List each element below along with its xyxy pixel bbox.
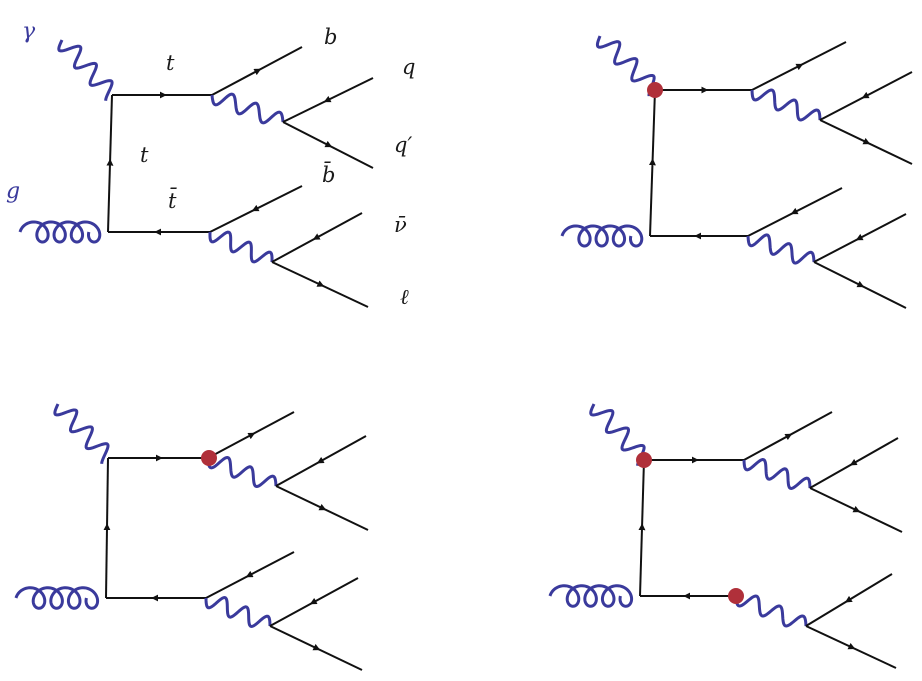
photon-line: [57, 39, 114, 101]
gluon-line: [14, 586, 100, 610]
diagram-2: [560, 35, 913, 309]
antineutrino-line: [805, 573, 893, 627]
gluon-label: g: [6, 179, 20, 204]
b-line: [743, 411, 833, 461]
top-internal-line: [639, 459, 645, 597]
vertex-dot: [728, 588, 744, 604]
w-boson-bottom: [746, 233, 816, 265]
lepton-line: [269, 625, 363, 671]
antitop-label: t̄: [168, 187, 177, 213]
lepton-line: [271, 261, 369, 308]
gluon-line: [548, 584, 634, 608]
gluon-line: [18, 220, 102, 244]
antineutrino-line: [271, 212, 363, 263]
q-prime-line: [275, 485, 369, 531]
b-line: [751, 41, 847, 91]
diagram-3: [14, 403, 369, 671]
anti-b-line: [205, 551, 295, 599]
vertex-dot: [647, 82, 663, 98]
w-boson-bottom: [208, 230, 274, 264]
anti-b-line: [747, 187, 843, 237]
q-line: [809, 437, 899, 489]
vertex-dot: [201, 450, 217, 466]
photon-line: [589, 403, 646, 466]
antineutrino-line: [269, 577, 359, 627]
w-boson-top: [210, 92, 285, 125]
q-prime-line: [282, 121, 374, 169]
q-line: [819, 71, 913, 121]
top-internal-label: t: [140, 143, 149, 167]
top-internal-line: [107, 94, 113, 233]
antineutrino-line: [813, 213, 907, 263]
q-prime-line: [809, 487, 903, 533]
b-line: [207, 411, 295, 459]
b-line: [211, 46, 303, 96]
w-boson-top: [206, 455, 278, 489]
lepton-line: [813, 261, 907, 309]
top-internal-line: [105, 457, 109, 599]
photon-line: [53, 403, 110, 464]
diagram-1: γ g t t t̄ b q q′ b̄ ν̄ ℓ: [6, 19, 415, 309]
b-label: b: [324, 25, 337, 49]
photon-line: [595, 35, 656, 97]
diagram-4: [548, 403, 903, 669]
q-line: [275, 435, 367, 487]
q-line: [282, 77, 374, 123]
q-prime-label: q′: [394, 133, 412, 157]
antineutrino-label: ν̄: [394, 213, 407, 237]
top-internal-line: [649, 89, 656, 237]
w-boson-top: [742, 457, 812, 491]
anti-b-line: [209, 185, 303, 233]
w-boson-bottom: [204, 596, 272, 628]
photon-label: γ: [22, 19, 36, 44]
gluon-line: [560, 224, 644, 248]
top-label: t: [166, 51, 175, 75]
vertex-dot: [636, 452, 652, 468]
w-boson-bottom: [734, 594, 808, 628]
anti-b-label: b̄: [322, 161, 335, 187]
lepton-line: [805, 625, 897, 669]
q-prime-line: [819, 119, 913, 165]
w-boson-top: [750, 88, 822, 122]
lepton-label: ℓ: [400, 285, 409, 309]
q-label: q: [402, 55, 415, 79]
